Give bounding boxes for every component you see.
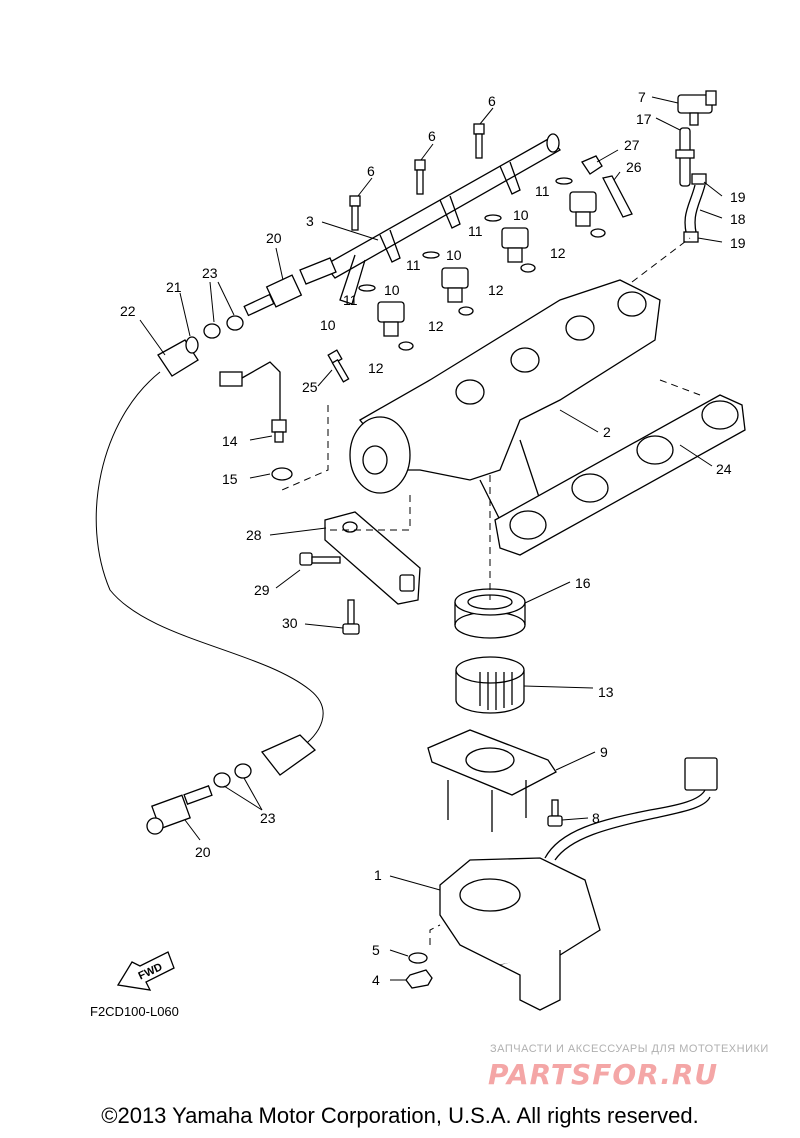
watermark-logo-text: PARTSFOR.RU bbox=[488, 1058, 718, 1088]
sensor-connector-lower bbox=[146, 785, 213, 835]
injector-1 bbox=[358, 284, 414, 351]
callout-4: 4 bbox=[372, 972, 380, 988]
bellows-boot-upper bbox=[157, 336, 199, 377]
hose-clip-lower bbox=[683, 231, 699, 243]
callout-12a: 12 bbox=[368, 360, 384, 376]
pressure-sensor bbox=[677, 90, 717, 126]
callout-12b: 12 bbox=[428, 318, 444, 334]
bellows-boot-lower bbox=[260, 734, 317, 776]
callout-18: 18 bbox=[730, 211, 746, 227]
bracket-bolt-30 bbox=[342, 599, 360, 635]
watermark-logo: PARTSFOR.RU bbox=[488, 1058, 718, 1088]
rail-bolt-mid bbox=[414, 159, 426, 195]
fuel-rail bbox=[299, 133, 561, 305]
callout-20a: 20 bbox=[266, 230, 282, 246]
callout-26: 26 bbox=[626, 159, 642, 175]
callout-20b: 20 bbox=[195, 844, 211, 860]
sensor-washer bbox=[271, 467, 293, 481]
callout-8: 8 bbox=[592, 810, 600, 826]
rail-bolt-right bbox=[473, 123, 485, 159]
callout-5: 5 bbox=[372, 942, 380, 958]
callout-14: 14 bbox=[222, 433, 238, 449]
callout-11a: 11 bbox=[343, 292, 358, 308]
ref-line-4 bbox=[330, 490, 411, 531]
callout-30: 30 bbox=[282, 615, 298, 631]
ref-line-6 bbox=[429, 924, 441, 945]
callout-6a: 6 bbox=[367, 163, 375, 179]
callout-9: 9 bbox=[600, 744, 608, 760]
callout-27: 27 bbox=[624, 137, 640, 153]
callout-3: 3 bbox=[306, 213, 314, 229]
callout-21: 21 bbox=[166, 279, 182, 295]
copyright-notice: ©2013 Yamaha Motor Corporation, U.S.A. A… bbox=[101, 1103, 699, 1128]
watermark-tagline: ЗАПЧАСТИ И АКСЕССУАРЫ ДЛЯ МОТОТЕХНИКИ bbox=[490, 1043, 769, 1055]
callout-10b: 10 bbox=[384, 282, 400, 298]
callout-15: 15 bbox=[222, 471, 238, 487]
callout-11b: 11 bbox=[406, 257, 421, 273]
callout-28: 28 bbox=[246, 527, 262, 543]
callout-24: 24 bbox=[716, 461, 732, 477]
callout-1: 1 bbox=[374, 867, 382, 883]
fwd-arrow-icon: FWD bbox=[116, 951, 175, 991]
ref-line-5 bbox=[631, 237, 691, 283]
air-filter bbox=[455, 656, 525, 714]
throttle-body-bolt bbox=[547, 799, 563, 827]
callout-11c: 11 bbox=[468, 223, 483, 239]
grommets-lower bbox=[213, 763, 252, 788]
ref-line-1 bbox=[659, 379, 701, 396]
callout-10d: 10 bbox=[513, 207, 529, 223]
bracket-bolt-29 bbox=[299, 552, 341, 566]
injector-2 bbox=[422, 251, 474, 316]
manifold-gasket bbox=[494, 394, 746, 556]
callout-6c: 6 bbox=[488, 93, 496, 109]
callout-23a: 23 bbox=[202, 265, 218, 281]
wiring-harness-path bbox=[95, 371, 324, 749]
callout-16: 16 bbox=[575, 575, 591, 591]
throttle-body bbox=[439, 757, 718, 1011]
callout-29: 29 bbox=[254, 582, 270, 598]
injector-4 bbox=[555, 177, 606, 238]
sensor-pipe bbox=[675, 127, 695, 187]
manifold-bolt bbox=[327, 349, 350, 383]
leader-lines bbox=[139, 96, 723, 981]
seal-ring bbox=[454, 588, 526, 639]
hose-clip-upper bbox=[691, 173, 707, 185]
callout-10c: 10 bbox=[446, 247, 462, 263]
callout-19a: 19 bbox=[730, 189, 746, 205]
callout-7: 7 bbox=[638, 89, 646, 105]
diagram-code: F2CD100-L060 bbox=[90, 1004, 179, 1019]
callout-13: 13 bbox=[598, 684, 614, 700]
callout-10a: 10 bbox=[320, 317, 336, 333]
stud-bolt-26 bbox=[602, 175, 633, 218]
callout-22: 22 bbox=[120, 303, 136, 319]
throttle-body-gasket bbox=[427, 729, 557, 796]
throttle-nut bbox=[405, 969, 433, 989]
throttle-washer bbox=[408, 952, 428, 964]
temperature-sensor bbox=[219, 361, 287, 443]
callout-12c: 12 bbox=[488, 282, 504, 298]
hex-nut-27 bbox=[581, 155, 603, 175]
bracket bbox=[324, 511, 421, 605]
injector-3 bbox=[484, 214, 536, 273]
callout-19b: 19 bbox=[730, 235, 746, 251]
ref-line-3 bbox=[281, 405, 329, 491]
callout-23b: 23 bbox=[260, 810, 276, 826]
callout-6b: 6 bbox=[428, 128, 436, 144]
rail-bolt-left bbox=[349, 195, 361, 231]
callout-2: 2 bbox=[603, 424, 611, 440]
callout-11d: 11 bbox=[535, 183, 550, 199]
callout-25: 25 bbox=[302, 379, 318, 395]
callout-12d: 12 bbox=[550, 245, 566, 261]
grommets-upper bbox=[203, 315, 244, 339]
sensor-connector-upper bbox=[243, 274, 303, 317]
callout-17: 17 bbox=[636, 111, 652, 127]
